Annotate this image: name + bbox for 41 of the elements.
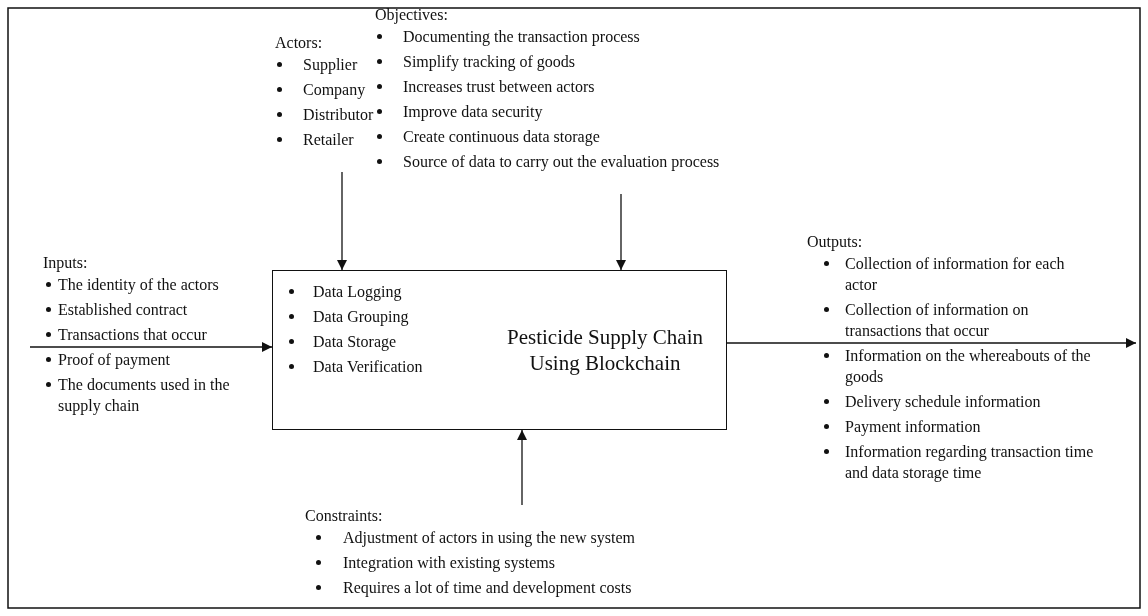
list-item: Data Grouping (313, 307, 409, 327)
process-box (272, 270, 485, 430)
list-item: Information regarding transaction time and data storage time (845, 442, 1095, 483)
list-item: Proof of payment (58, 350, 170, 370)
process-title: Pesticide Supply Chain Using Blockchain (506, 324, 704, 376)
list-item: Transactions that occur (58, 325, 207, 345)
list-item: Retailer (303, 130, 354, 150)
list-item: Payment information (845, 417, 981, 437)
list-item: The identity of the actors (58, 275, 219, 295)
arrow (517, 429, 527, 506)
list-item: Information on the whereabouts of the goods (845, 346, 1092, 387)
process-box (484, 270, 727, 430)
arrow (726, 338, 1137, 348)
list-heading: Objectives: (375, 5, 448, 26)
list-item: Increases trust between actors (403, 77, 595, 97)
list-item: Supplier (303, 55, 358, 75)
arrow (616, 193, 626, 271)
list-item: Established contract (58, 300, 188, 320)
list-item: Distributor (303, 105, 374, 125)
list-item: Integration with existing systems (343, 553, 555, 573)
list-heading: Outputs: (807, 232, 863, 253)
list-item: The documents used in the supply chain (58, 375, 231, 416)
list-item: Collection of information on transactions that occur (845, 300, 1030, 341)
list-item: Delivery schedule information (845, 392, 1041, 412)
list-item: Requires a lot of time and development costs (343, 578, 632, 598)
list-heading: Constraints: (305, 506, 383, 526)
list-item: Collection of information for each actor (845, 254, 1066, 295)
list-item: Data Verification (313, 357, 423, 377)
list-heading: Inputs: (43, 253, 88, 274)
list-item: Documenting the transaction process (403, 27, 640, 47)
list-item: Company (303, 80, 366, 100)
arrow (337, 171, 347, 271)
list-item: Data Storage (313, 332, 397, 352)
list-item: Simplify tracking of goods (403, 52, 575, 72)
list-heading: Actors: (275, 33, 323, 53)
list-item: Data Logging (313, 282, 402, 302)
list-item: Source of data to carry out the evaluation process (403, 152, 720, 172)
list-item: Adjustment of actors in using the new system (343, 528, 635, 548)
list-item: Improve data security (403, 102, 543, 122)
arrow (29, 342, 273, 352)
list-item: Create continuous data storage (403, 127, 600, 147)
